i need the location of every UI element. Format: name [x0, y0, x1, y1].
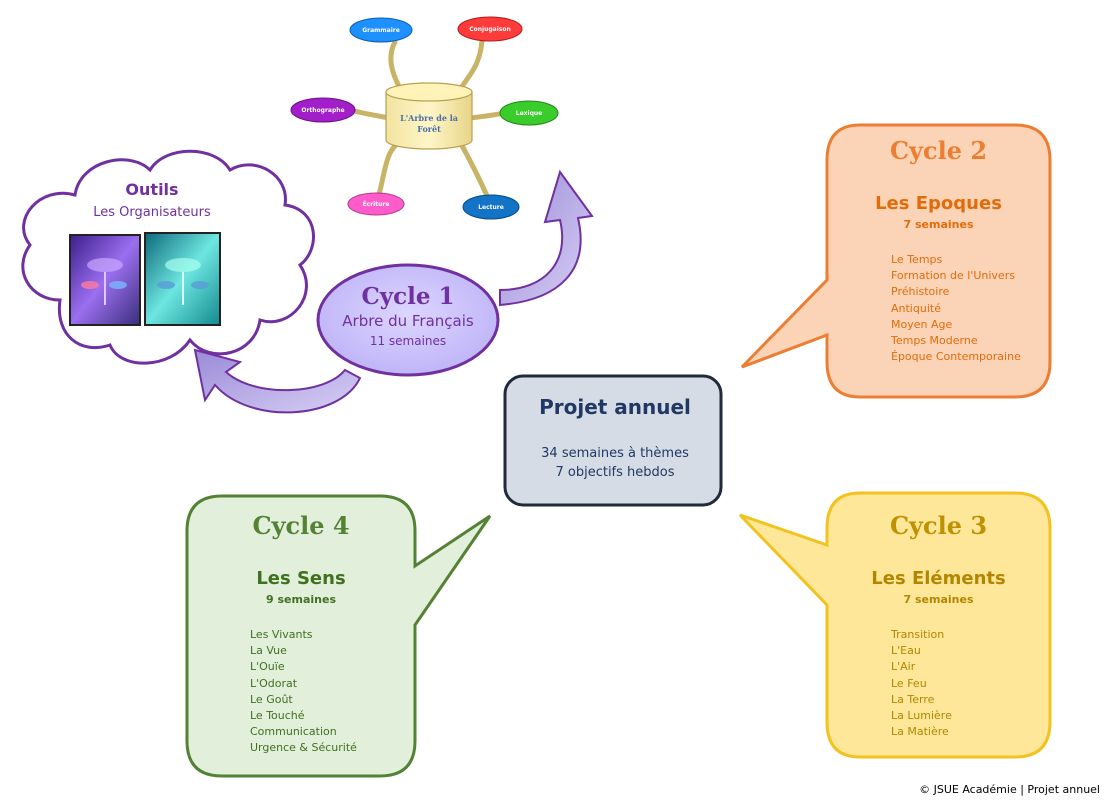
list-item: La Matière: [891, 725, 949, 739]
tree-diagram: [290, 16, 559, 220]
organizer-photo-purple: [69, 234, 141, 326]
node-orthographe: Orthographe: [301, 107, 344, 114]
arrow-cycle1-to-tree: [499, 169, 594, 307]
node-ecriture: Écriture: [363, 200, 390, 208]
cycle3-theme: Les Eléments: [871, 568, 1006, 589]
list-item: Le Goût: [250, 692, 293, 706]
list-item: Temps Moderne: [891, 334, 978, 348]
list-item: Antiquité: [891, 301, 941, 315]
cycle4-theme: Les Sens: [256, 568, 346, 589]
cycle1-weeks: 11 semaines: [369, 334, 447, 348]
cycle3-bubble: [738, 491, 1052, 759]
list-item: Communication: [250, 725, 337, 739]
trunk-label-2: Forêt: [417, 124, 441, 134]
cycle2-list: Le Temps Formation de l'Univers Préhisto…: [891, 252, 1021, 365]
cycle1-title: Cycle 1: [361, 283, 455, 310]
node-lexique: Lexique: [516, 110, 542, 117]
cycle3-list: Transition L'Eau L'Air Le Feu La Terre L…: [891, 627, 952, 740]
organizer-photo-teal: [144, 232, 221, 326]
footer-credit: © JSUE Académie | Projet annuel: [919, 783, 1100, 796]
list-item: Transition: [891, 628, 945, 641]
trunk-label-1: L'Arbre de la: [400, 113, 458, 123]
list-item: La Vue: [250, 644, 287, 658]
cycle2-bubble: [740, 123, 1052, 399]
list-item: La Terre: [891, 692, 935, 706]
node-lecture: Lecture: [478, 204, 504, 211]
center-title: Projet annuel: [539, 395, 691, 419]
cycle2-title: Cycle 2: [889, 136, 988, 165]
cycle2-weeks: 7 semaines: [903, 218, 974, 231]
list-item: L'Odorat: [250, 676, 298, 690]
cycle3-weeks: 7 semaines: [903, 593, 974, 606]
list-item: Préhistoire: [891, 285, 950, 299]
list-item: Le Temps: [891, 253, 943, 266]
outils-subtitle: Les Organisateurs: [93, 205, 211, 220]
list-item: L'Eau: [891, 644, 921, 658]
center-line1: 34 semaines à thèmes: [541, 446, 689, 461]
cycle4-list: Les Vivants La Vue L'Ouïe L'Odorat Le Go…: [250, 627, 357, 757]
node-grammaire: Grammaire: [362, 27, 400, 34]
cycle2-theme: Les Epoques: [875, 193, 1002, 214]
list-item: Le Feu: [891, 676, 927, 690]
center-box: [503, 374, 723, 507]
cycle4-bubble: [185, 494, 492, 778]
list-item: Les Vivants: [250, 628, 313, 641]
arrow-cycle1-to-outils: [193, 348, 362, 414]
cycle1-subtitle: Arbre du Français: [342, 312, 474, 330]
list-item: L'Ouïe: [250, 660, 285, 674]
list-item: Époque Contemporaine: [891, 350, 1021, 364]
list-item: Moyen Age: [891, 317, 953, 331]
list-item: La Lumière: [891, 709, 952, 723]
list-item: L'Air: [891, 660, 916, 674]
list-item: Formation de l'Univers: [891, 269, 1015, 283]
outils-title: Outils: [125, 180, 179, 199]
cycle4-weeks: 9 semaines: [266, 593, 336, 606]
list-item: Le Touché: [250, 709, 305, 723]
node-conjugaison: Conjugaison: [469, 26, 511, 33]
cycle3-title: Cycle 3: [889, 511, 988, 540]
cycle4-title: Cycle 4: [252, 511, 350, 540]
list-item: Urgence & Sécurité: [250, 741, 357, 755]
center-line2: 7 objectifs hebdos: [555, 465, 675, 480]
cycle1-bubble: [316, 263, 500, 377]
